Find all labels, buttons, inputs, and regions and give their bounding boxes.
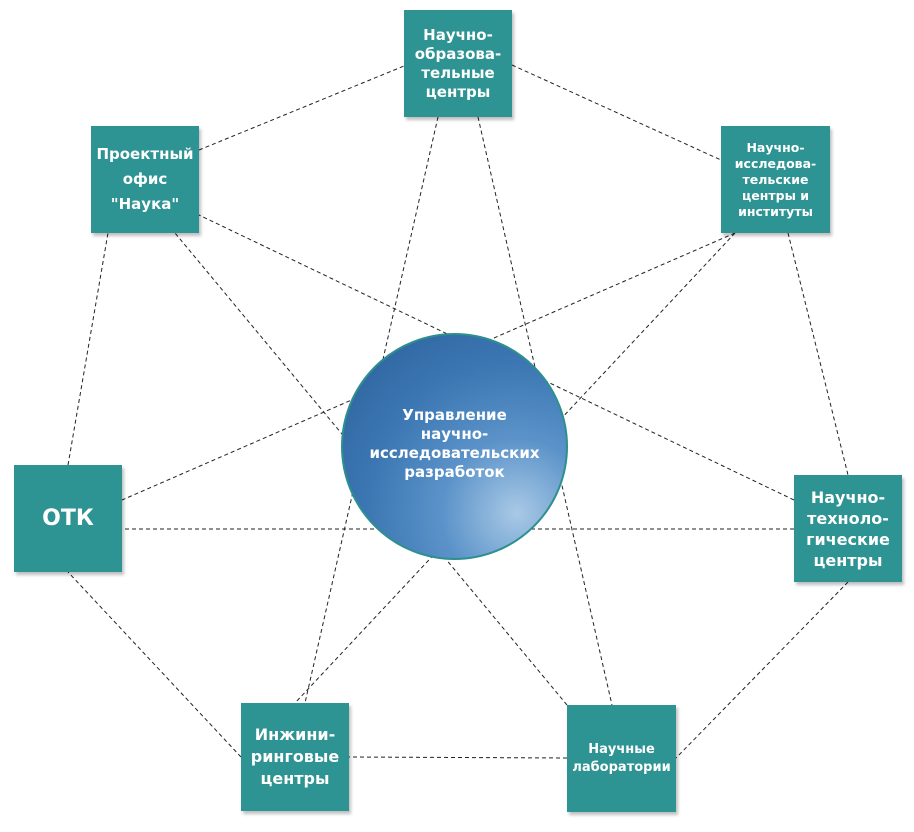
center-rnd-management-label: Управление научно- исследовательских раз… <box>369 405 540 481</box>
node-engineering-centers: Инжини- ринговые центры <box>241 703 349 811</box>
center-rnd-management: Управление научно- исследовательских раз… <box>341 333 568 560</box>
node-engineering-centers-label: Инжини- ринговые центры <box>250 725 340 788</box>
edge-educational-research <box>511 64 722 161</box>
node-scientific-laboratories: Научные лаборатории <box>567 705 676 812</box>
edge-research-engineering <box>294 232 736 704</box>
edge-educational-engineering <box>304 116 439 704</box>
edge-technological-laboratories <box>675 581 849 759</box>
edge-engineering-otk <box>67 571 242 758</box>
edge-laboratories-project-office <box>174 232 568 706</box>
node-educational-centers-label: Научно- образова- тельные центры <box>414 25 502 101</box>
node-technological-centers-label: Научно- техноло- гические центры <box>806 487 890 570</box>
node-otk-label: ОТК <box>42 505 94 531</box>
edge-otk-project-office <box>67 232 109 466</box>
node-otk: ОТК <box>14 465 122 572</box>
edge-project-office-educational <box>198 65 405 151</box>
node-research-centers: Научно- исследова- тельские центры и инс… <box>721 126 830 233</box>
node-technological-centers: Научно- техноло- гические центры <box>794 475 902 582</box>
node-project-office: Проектный офис "Наука" <box>91 126 199 233</box>
node-project-office-label: Проектный офис "Наука" <box>96 145 194 213</box>
edge-research-technological <box>787 232 849 476</box>
edge-laboratories-engineering <box>348 756 568 759</box>
node-educational-centers: Научно- образова- тельные центры <box>404 10 512 117</box>
node-scientific-laboratories-label: Научные лаборатории <box>572 741 671 775</box>
node-research-centers-label: Научно- исследова- тельские центры и инс… <box>734 139 817 219</box>
